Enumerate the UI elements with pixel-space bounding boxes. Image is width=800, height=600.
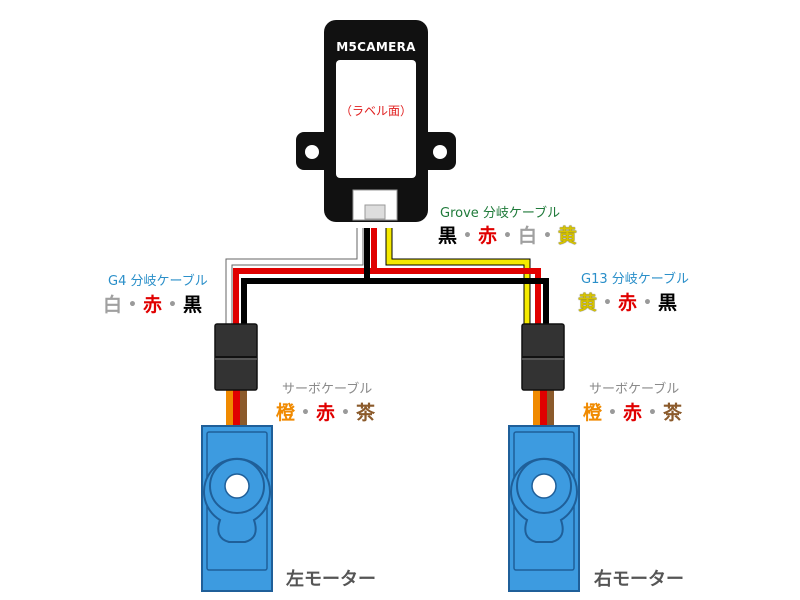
g4-cable-name: G4 分岐ケーブル	[108, 274, 208, 289]
wire-black-branch	[241, 278, 549, 325]
g4-code-2: 赤	[142, 294, 162, 316]
grove-cable-codes: 黒•赤•白•黄	[438, 225, 577, 247]
servo-cable-left-codes: 橙•赤•茶	[276, 402, 375, 424]
camera-face-note: （ラベル面）	[339, 104, 412, 118]
g13-cable-codes: 黄•赤•黒	[578, 292, 677, 314]
grove-code-4: 黄	[557, 225, 577, 247]
g4-code-3: 黒	[182, 294, 202, 316]
servo-right-code-2: 赤	[622, 402, 642, 424]
camera-title: M5CAMERA	[336, 40, 416, 54]
g13-cable-name: G13 分岐ケーブル	[581, 272, 689, 287]
camera-mount-hole-right	[433, 145, 447, 159]
grove-code-3: 白	[517, 225, 537, 247]
wires	[225, 228, 549, 325]
g13-code-2: 赤	[617, 292, 637, 314]
m5camera	[296, 20, 456, 222]
servo-cable-left-name: サーボケーブル	[282, 382, 373, 397]
servo-left-code-3: 茶	[355, 402, 375, 424]
servo-right-code-3: 茶	[662, 402, 682, 424]
wire-red-branch	[233, 268, 541, 325]
wire-white	[225, 228, 364, 325]
g13-code-1: 黄	[578, 292, 598, 314]
servo-right-code-1: 橙	[583, 402, 603, 424]
servo-left-code-1: 橙	[276, 402, 296, 424]
left-motor-name: 左モーター	[286, 569, 376, 590]
g4-cable-codes: 白•赤•黒	[103, 294, 202, 316]
servo-cable-right-name: サーボケーブル	[589, 382, 680, 397]
g4-code-1: 白	[103, 294, 123, 316]
servo-wires-left	[226, 388, 247, 430]
connector-right	[521, 323, 565, 391]
grove-cable-name: Grove 分岐ケーブル	[440, 206, 561, 221]
grove-code-1: 黒	[438, 225, 458, 247]
right-servo	[508, 425, 580, 592]
grove-code-2: 赤	[477, 225, 497, 247]
camera-mount-hole-left	[305, 145, 319, 159]
right-motor-name: 右モーター	[594, 569, 684, 590]
right-servo-shaft	[531, 473, 557, 499]
connector-left	[214, 323, 258, 391]
grove-connector-inner	[364, 204, 386, 220]
servo-cable-right-codes: 橙•赤•茶	[583, 402, 682, 424]
left-servo-shaft	[224, 473, 250, 499]
servo-left-code-2: 赤	[315, 402, 335, 424]
camera-label-face	[336, 60, 416, 178]
left-servo	[201, 425, 273, 592]
servo-wires-right	[533, 388, 554, 430]
g13-code-3: 黒	[657, 292, 677, 314]
